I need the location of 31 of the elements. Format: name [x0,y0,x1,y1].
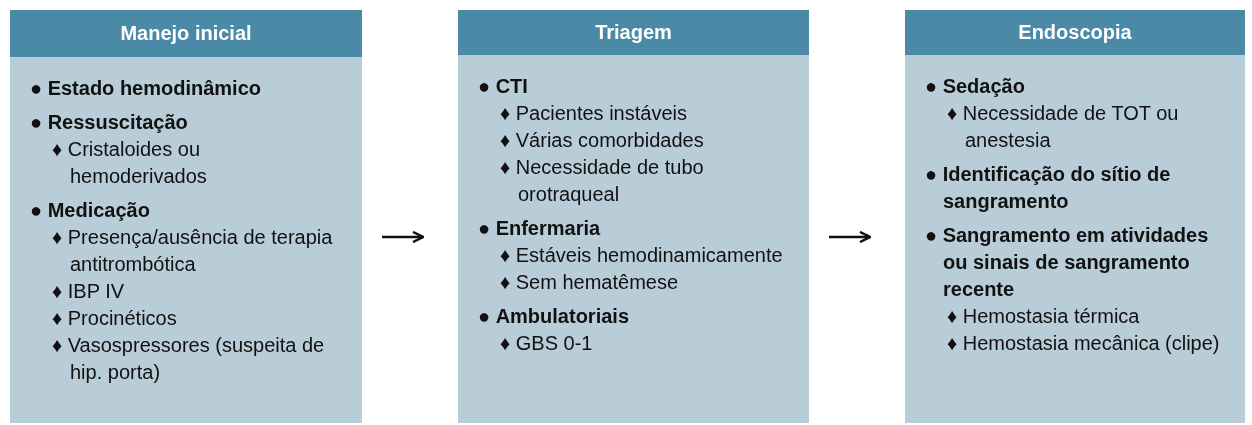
sub-bullet-item: ♦ Procinéticos [52,306,178,331]
arrow [382,230,425,244]
sub-bullet-item: ♦ Hemostasia térmica [947,304,1141,329]
sub-bullet-item: ♦ Várias comorbidades [500,128,705,153]
bullet-item: ● Medicação [30,198,151,223]
bullet-item: ● Ressuscitação [30,110,189,135]
sub-bullet-item: ♦ Pacientes instáveis [500,101,688,126]
bullet-item: ● CTI [478,74,529,99]
sub-bullet-item: ♦ Hemostasia mecânica (clipe) [947,331,1221,356]
panel-card [458,10,809,423]
sub-bullet-item: ♦ IBP IV [52,279,126,304]
sub-bullet-item: ♦ Presença/ausência de terapia antitrombótica [52,225,334,277]
bullet-item: ● Enfermaria [478,216,602,241]
panel-card [905,10,1245,423]
sub-bullet-item: ♦ Estáveis hemodinamicamente [500,243,784,268]
sub-bullet-item: ♦ Necessidade de TOT ou anestesia [947,101,1180,153]
sub-bullet-item: ♦ GBS 0-1 [500,331,594,356]
sub-bullet-item: ♦ Cristaloides ou hemoderivados [52,137,208,189]
sub-bullet-item: ♦ Necessidade de tubo orotraqueal [500,155,705,207]
panel-header: Triagem [458,10,809,55]
sub-bullet-item: ♦ Sem hematêmese [500,270,680,295]
bullet-item: ● Estado hemodinâmico [30,76,262,101]
panel-header: Endoscopia [905,10,1245,55]
bullet-item: ● Sangramento em atividades ou sinais de sangramento recente [925,223,1210,302]
panel-header: Manejo inicial [10,10,362,57]
arrow [829,230,872,244]
panel-card [10,10,362,423]
bullet-item: ● Ambulatoriais [478,304,630,329]
bullet-item: ● Identificação do sítio de sangramento [925,162,1172,214]
bullet-item: ● Sedação [925,74,1026,99]
sub-bullet-item: ♦ Vasospressores (suspeita de hip. porta) [52,333,326,385]
